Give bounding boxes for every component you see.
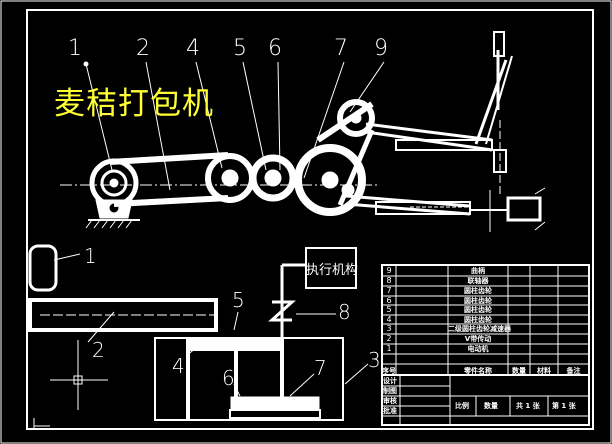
parts-row-no: 2 [386, 334, 392, 343]
drawing-title: 麦秸打包机 [54, 86, 214, 122]
parts-row-no: 1 [386, 344, 392, 353]
title-approver: 批准 [383, 407, 397, 415]
callout-top-1: 1 [68, 36, 82, 61]
title-drawer: 制图 [383, 387, 397, 395]
callout-top-2: 2 [136, 36, 150, 61]
callout-bottom-8: 8 [338, 300, 351, 324]
parts-row-no: 5 [386, 305, 392, 314]
title-scale-label: 比例 [455, 402, 469, 410]
bottom-schematic [28, 244, 369, 430]
parts-table-grid [381, 264, 590, 426]
header-qty: 数量 [512, 367, 526, 375]
callout-bottom-5: 5 [232, 288, 245, 312]
title-checker: 审核 [383, 397, 397, 405]
parts-row-no: 7 [386, 286, 392, 295]
inner-frame [26, 9, 594, 430]
parts-row-no: 8 [386, 276, 392, 285]
title-sheet-num: 第 1 张 [552, 402, 576, 410]
title-sheet-count: 共 1 张 [516, 402, 540, 410]
callout-bottom-7: 7 [314, 356, 327, 380]
parts-row-no: 4 [386, 315, 392, 324]
parts-row-no: 3 [386, 324, 392, 333]
parts-row-name: V带传动 [464, 335, 492, 343]
parts-row-no: 6 [386, 296, 392, 305]
header-material: 材料 [537, 367, 551, 375]
header-remark: 备注 [566, 367, 581, 375]
header-no: 序号 [382, 367, 396, 375]
callout-bottom-6: 6 [222, 366, 235, 390]
callout-bottom-4: 4 [172, 354, 185, 378]
callout-top-7: 7 [334, 36, 348, 61]
parts-row-name: 圆柱齿轮 [464, 287, 492, 295]
callout-top-5: 5 [233, 36, 247, 61]
actuator-label: 执行机构 [306, 263, 359, 278]
title-qty-label: 数量 [484, 402, 498, 410]
callout-top-6: 6 [268, 36, 282, 61]
parts-row-name: 圆柱齿轮 [464, 306, 492, 314]
top-mechanism [60, 31, 546, 232]
parts-row-name: 曲柄 [471, 267, 485, 275]
title-designer: 设计 [383, 377, 397, 385]
callout-top-4: 4 [186, 36, 200, 61]
callout-bottom-2: 2 [92, 338, 105, 362]
callout-top-9: 9 [374, 36, 388, 61]
parts-row-no: 9 [386, 266, 392, 275]
callout-bottom-1: 1 [84, 244, 97, 268]
parts-row-name: 电动机 [467, 345, 489, 353]
callout-bottom-3: 3 [368, 348, 381, 372]
parts-row-name: 圆柱齿轮 [464, 297, 492, 305]
header-name: 零件名称 [464, 367, 492, 375]
parts-row-name: 二级圆柱齿轮减速器 [448, 325, 511, 333]
parts-row-name: 联轴器 [467, 277, 489, 285]
parts-row-name: 圆柱齿轮 [464, 316, 492, 324]
